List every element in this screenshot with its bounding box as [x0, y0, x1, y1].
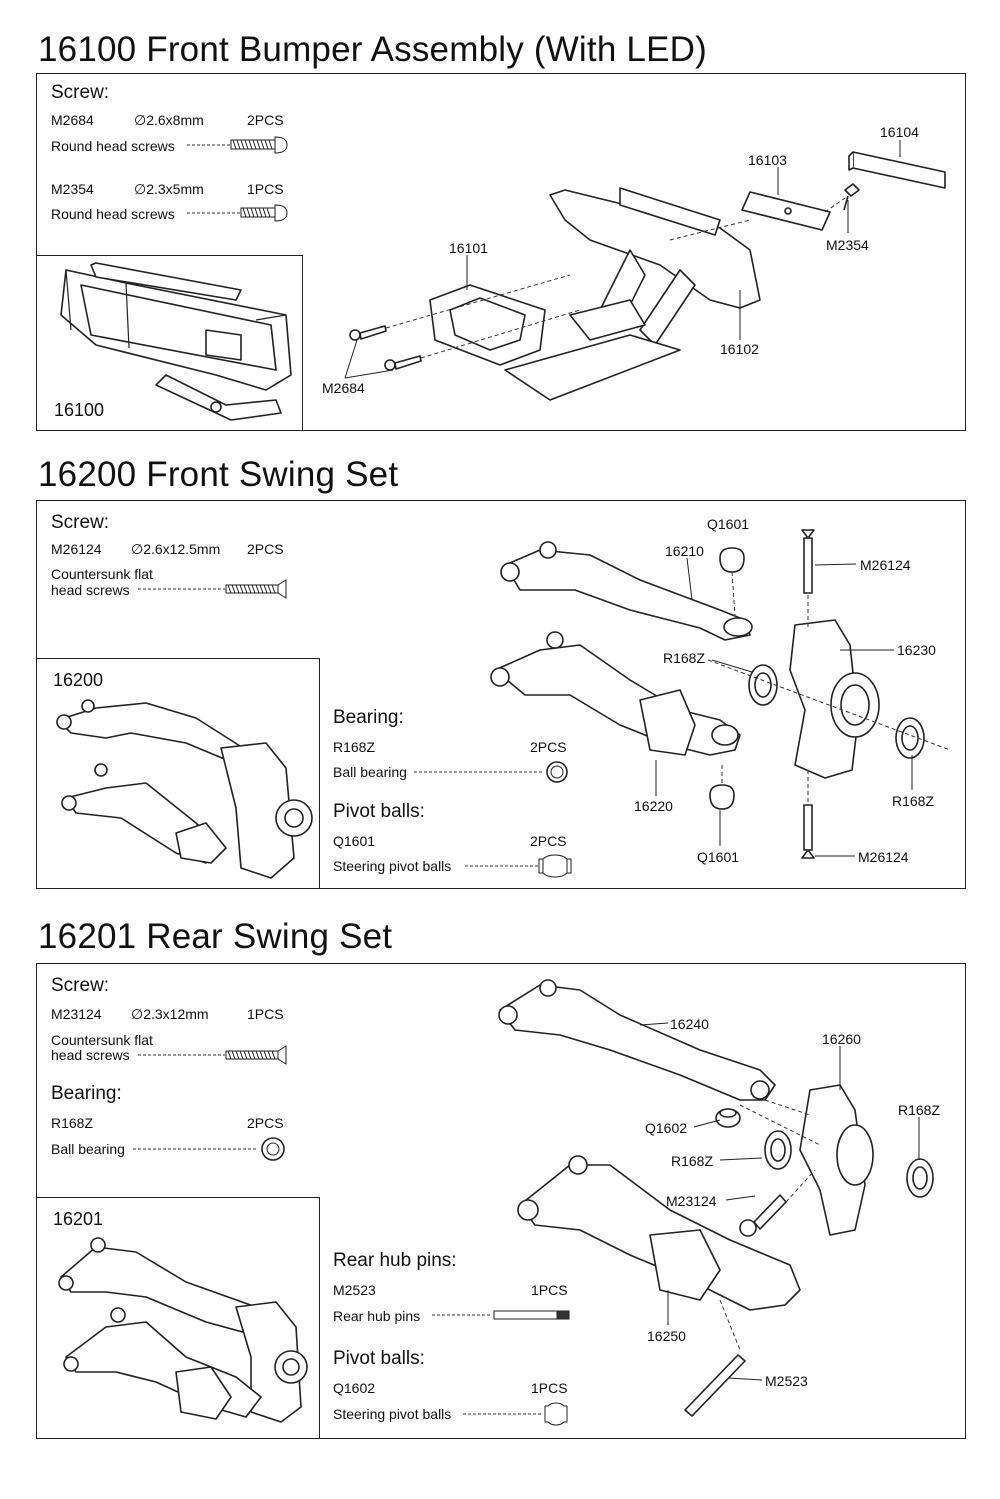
assembly-number: 16100 [54, 400, 105, 420]
screw-qty: 2PCS [247, 112, 284, 128]
hub-pin-desc: Rear hub pins [333, 1308, 421, 1324]
callout-16250: 16250 [647, 1328, 686, 1344]
countersunk-screw-icon [226, 580, 286, 598]
countersunk-screw-icon [226, 1046, 286, 1064]
callout-m2354: M2354 [826, 237, 869, 253]
callout-m2684: M2684 [322, 380, 365, 396]
screw-heading: Screw: [51, 512, 110, 533]
assembly-thumbnail-16100 [36, 255, 303, 431]
rear-swing-exploded-drawing [480, 970, 960, 1430]
screw-size: ∅2.6x12.5mm [131, 541, 221, 557]
pivot-ball-icon [539, 855, 571, 877]
screw-qty: 1PCS [247, 181, 284, 197]
screw-qty: 2PCS [247, 541, 284, 557]
front-swing-leader-lines [0, 0, 1000, 900]
bearing-heading: Bearing: [51, 1083, 122, 1104]
hub-pin-icon [494, 1311, 569, 1319]
assembly-number: 16200 [53, 670, 104, 690]
callout-16210: 16210 [665, 543, 704, 559]
pivot-desc: Steering pivot balls [333, 858, 452, 874]
callout-16230: 16230 [897, 642, 936, 658]
pivot-qty: 2PCS [530, 833, 567, 849]
callout-m26124: M26124 [860, 557, 911, 573]
front-swing-part-icons [0, 0, 1000, 900]
front-bumper-thumbnail-drawing [36, 255, 303, 431]
section-title-front-swing: 16200 Front Swing Set [38, 455, 399, 494]
screw-qty: 1PCS [247, 1006, 284, 1022]
screw-desc: Round head screws [51, 206, 175, 222]
callout-16240: 16240 [670, 1016, 709, 1032]
pivot-heading: Pivot balls: [333, 1348, 425, 1369]
assembly-thumbnail-16200 [36, 658, 320, 889]
screw-desc: head screws [51, 1047, 130, 1063]
callout-r168z: R168Z [898, 1102, 941, 1118]
bearing-desc: Ball bearing [333, 764, 407, 780]
callout-r168z: R168Z [663, 650, 706, 666]
section-title-front-bumper: 16100 Front Bumper Assembly (With LED) [38, 30, 707, 69]
screw-heading: Screw: [51, 82, 110, 103]
front-bumper-panel [36, 73, 966, 431]
rear-swing-thumbnail-drawing [36, 1197, 320, 1439]
pivot-heading: Pivot balls: [333, 801, 425, 822]
screw-size: ∅2.3x5mm [134, 181, 204, 197]
screw-desc: head screws [51, 582, 130, 598]
bearing-qty: 2PCS [247, 1115, 284, 1131]
bearing-code: R168Z [51, 1115, 94, 1131]
hub-pin-heading: Rear hub pins: [333, 1250, 457, 1271]
callout-m23124: M23124 [666, 1193, 717, 1209]
screw-desc: Countersunk flat [51, 566, 153, 582]
pivot-code: Q1602 [333, 1380, 376, 1396]
hub-pin-qty: 1PCS [531, 1282, 568, 1298]
callout-16104: 16104 [880, 124, 919, 140]
front-bumper-screw-icons [0, 0, 1000, 440]
pivot-code: Q1601 [333, 833, 376, 849]
callout-16220: 16220 [634, 798, 673, 814]
callout-16103: 16103 [748, 152, 787, 168]
callout-r168z: R168Z [671, 1153, 714, 1169]
screw-desc: Round head screws [51, 138, 175, 154]
pivot-qty: 1PCS [531, 1380, 568, 1396]
callout-16102: 16102 [720, 341, 759, 357]
bearing-desc: Ball bearing [51, 1141, 125, 1157]
pivot-desc: Steering pivot balls [333, 1406, 452, 1422]
bearing-qty: 2PCS [530, 739, 567, 755]
callout-q1602: Q1602 [645, 1120, 688, 1136]
screw-desc: Countersunk flat [51, 1032, 153, 1048]
front-bumper-exploded-drawing [300, 100, 960, 430]
screw-code: M2354 [51, 181, 94, 197]
callout-r168z: R168Z [892, 793, 935, 809]
pivot-ball-icon [545, 1403, 567, 1425]
front-bumper-leader-lines [0, 0, 1000, 440]
ball-bearing-icon [547, 762, 567, 782]
screw-code: M26124 [51, 541, 102, 557]
callout-16101: 16101 [449, 240, 488, 256]
screw-heading: Screw: [51, 975, 110, 996]
ball-bearing-icon [262, 1138, 284, 1160]
screw-code: M23124 [51, 1006, 102, 1022]
callout-q1601: Q1601 [707, 516, 750, 532]
hub-pin-code: M2523 [333, 1282, 376, 1298]
callout-16260: 16260 [822, 1031, 861, 1047]
round-head-screw-icon [231, 137, 287, 153]
screw-size: ∅2.3x12mm [131, 1006, 209, 1022]
front-swing-exploded-drawing [480, 510, 960, 880]
callout-q1601: Q1601 [697, 849, 740, 865]
callout-m2523: M2523 [765, 1373, 808, 1389]
assembly-number: 16201 [53, 1209, 104, 1229]
screw-size: ∅2.6x8mm [134, 112, 204, 128]
bearing-heading: Bearing: [333, 707, 404, 728]
front-swing-thumbnail-drawing [36, 658, 320, 889]
bearing-code: R168Z [333, 739, 376, 755]
callout-m26124: M26124 [858, 849, 909, 865]
section-title-rear-swing: 16201 Rear Swing Set [38, 917, 393, 956]
screw-code: M2684 [51, 112, 94, 128]
round-head-screw-icon [241, 205, 287, 221]
assembly-thumbnail-16201 [36, 1197, 320, 1439]
